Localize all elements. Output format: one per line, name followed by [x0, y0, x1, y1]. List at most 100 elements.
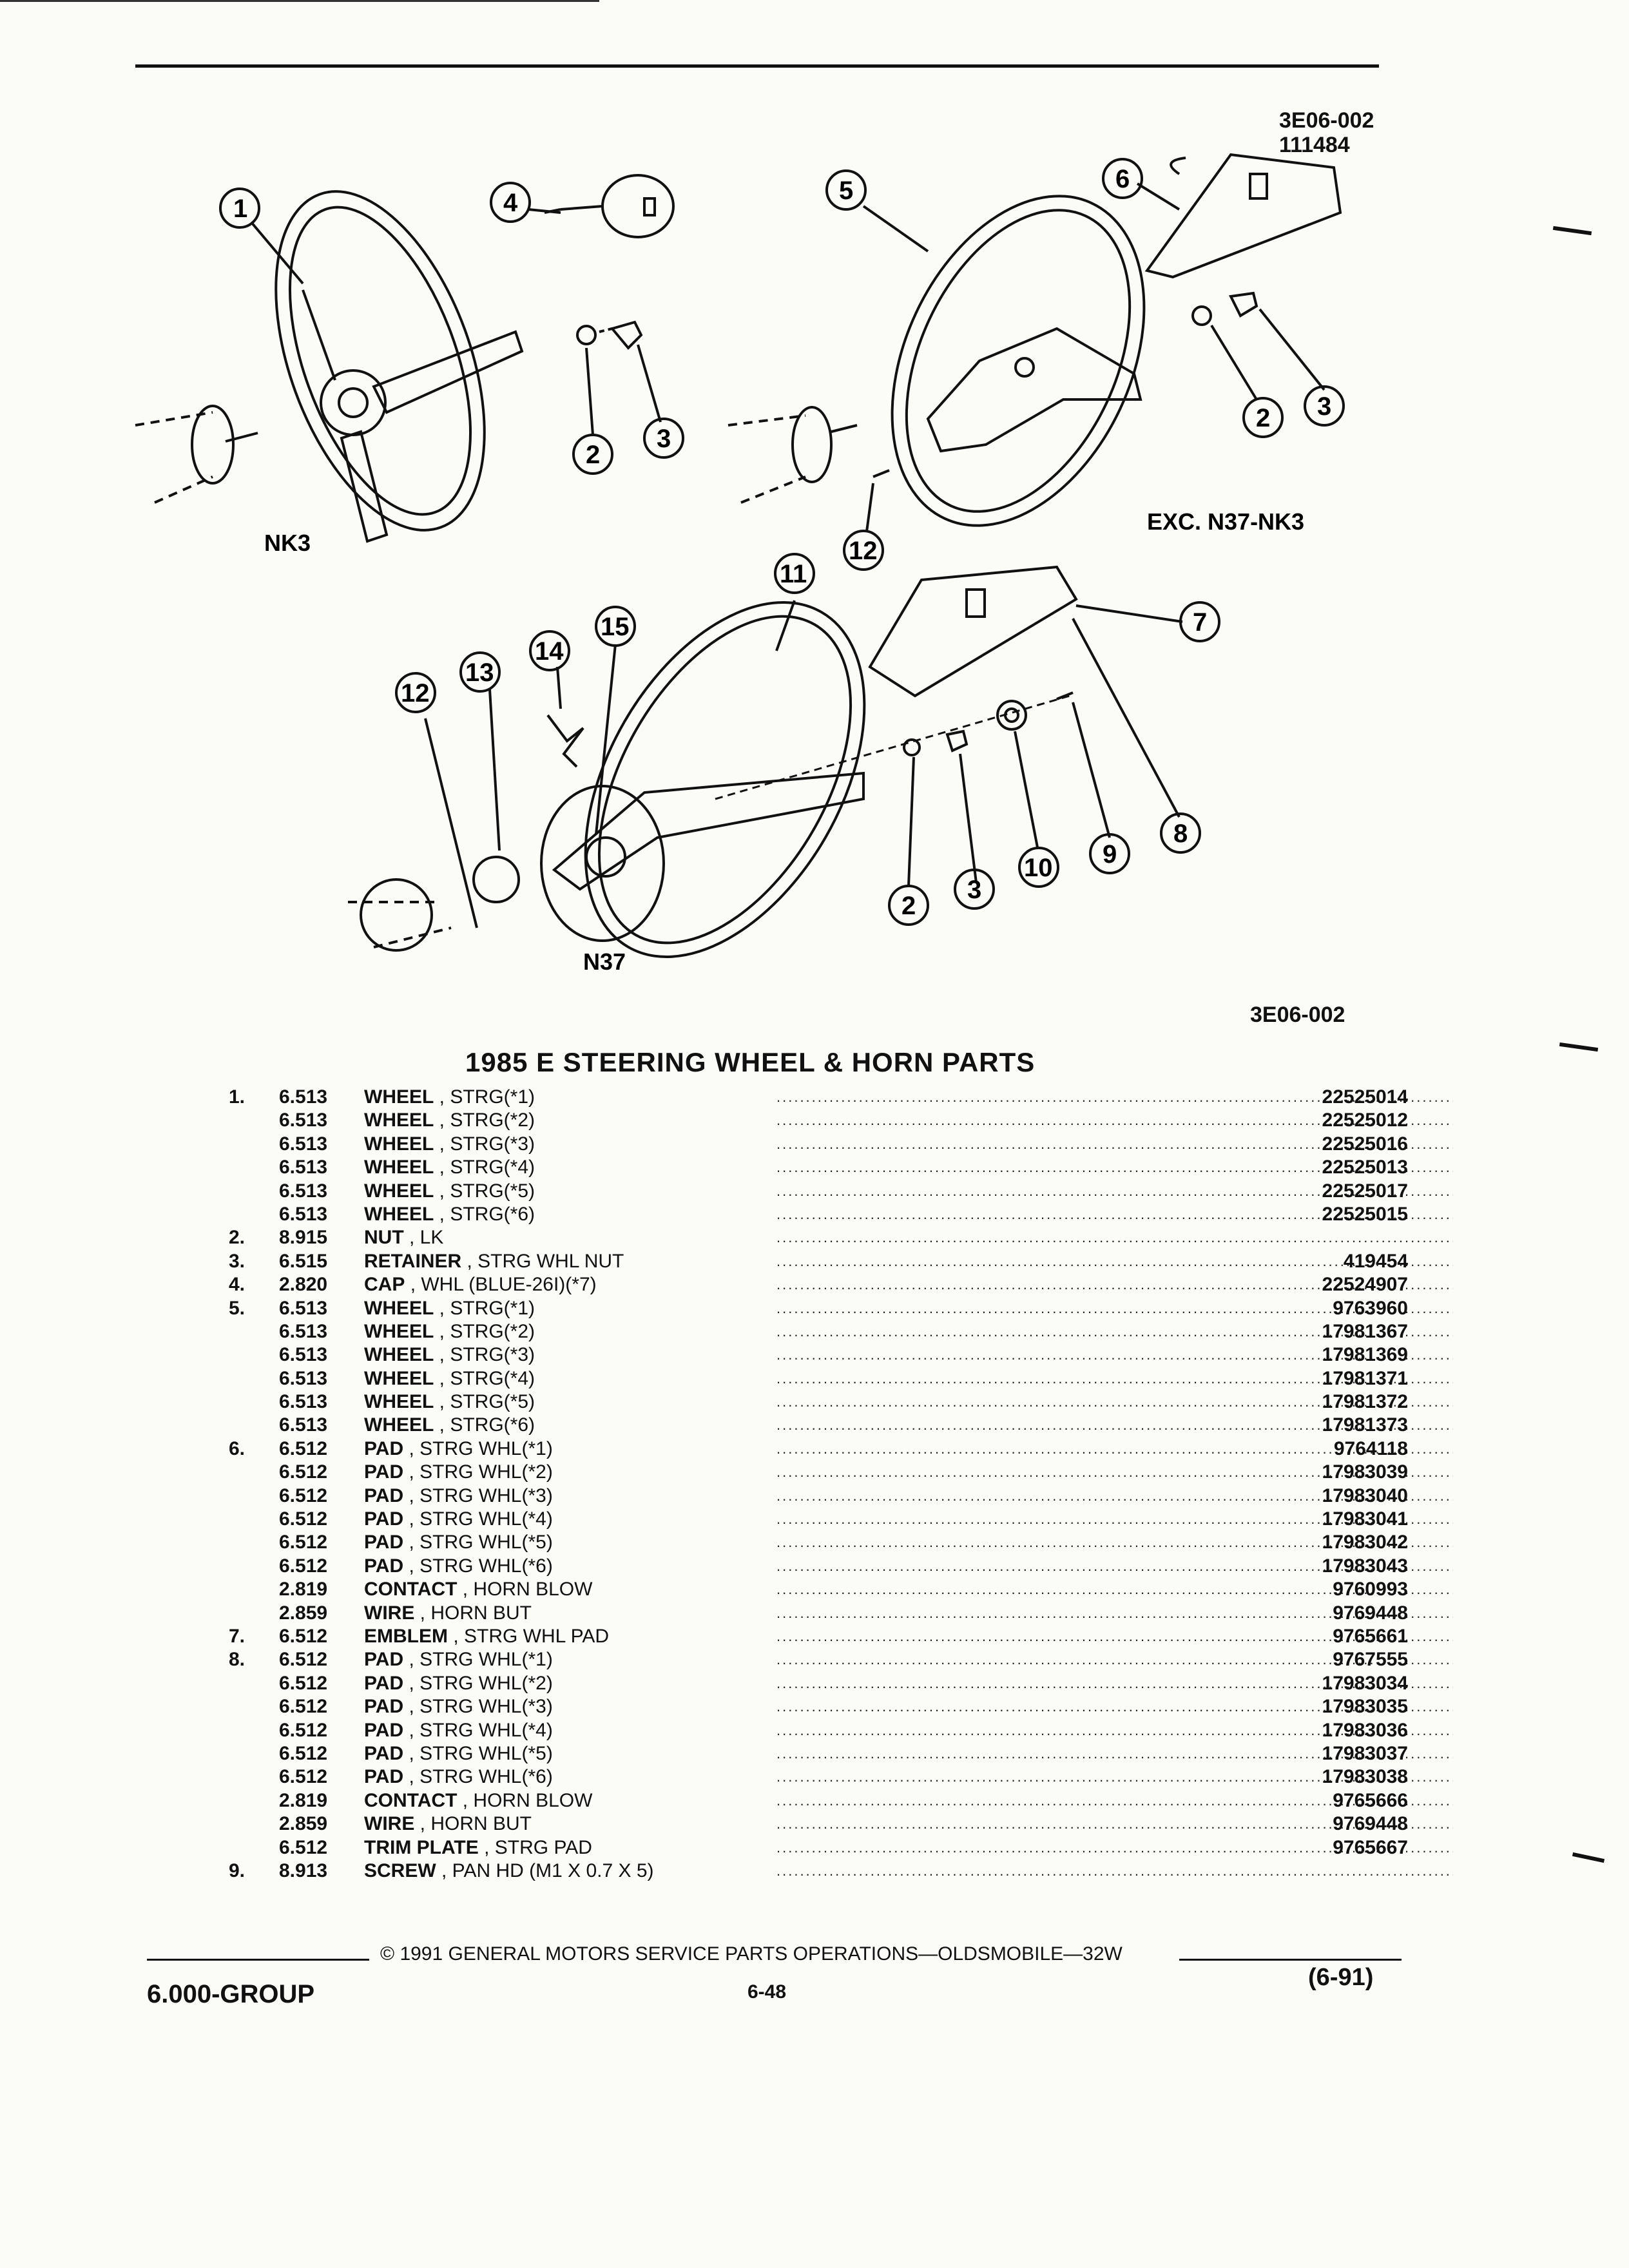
- part-description: PAD , STRG WHL(*4): [364, 1508, 553, 1531]
- part-name: PAD: [364, 1766, 404, 1788]
- diagram-ref-date: 111484: [1279, 133, 1350, 157]
- footer-rule-left: [147, 1959, 369, 1961]
- callout-13: 13: [465, 658, 494, 687]
- part-number: 22525012: [1322, 1110, 1408, 1131]
- part-detail: , STRG(*4): [439, 1157, 535, 1178]
- part-detail: , STRG WHL(*1): [409, 1649, 553, 1671]
- parts-row: 2.859 WIRE , HORN BUT....................…: [209, 1602, 1453, 1625]
- horn-cap-drawing: [544, 174, 675, 238]
- group-number: 8.913: [279, 1860, 328, 1881]
- part-number: 17983038: [1322, 1766, 1408, 1788]
- callout-3a: 3: [657, 425, 671, 453]
- callout-2c: 2: [901, 892, 916, 920]
- leader-dots: ........................................…: [776, 1440, 1453, 1457]
- part-name: PAD: [364, 1437, 404, 1459]
- part-name: EMBLEM: [364, 1625, 448, 1647]
- header-rule: [135, 64, 1379, 68]
- diagram-ref-code: 3E06-002: [1279, 108, 1374, 133]
- part-number: 17983041: [1322, 1508, 1408, 1530]
- leader-dots: ........................................…: [776, 1159, 1453, 1176]
- part-name: PAD: [364, 1742, 404, 1764]
- pad-7-drawing: [868, 565, 1078, 698]
- part-name: NUT: [364, 1227, 404, 1249]
- leader-dots: ........................................…: [776, 1182, 1453, 1199]
- leader-dots: ........................................…: [776, 1604, 1453, 1621]
- part-detail: , STRG(*1): [439, 1297, 535, 1319]
- part-detail: , STRG PAD: [484, 1836, 592, 1858]
- part-description: CAP , WHL (BLUE-26I)(*7): [364, 1273, 597, 1296]
- label-exc-n37-nk3: EXC. N37-NK3: [1147, 508, 1304, 535]
- part-description: WHEEL , STRG(*2): [364, 1109, 535, 1132]
- leader-dots: ........................................…: [776, 1112, 1453, 1129]
- part-description: WIRE , HORN BUT: [364, 1602, 532, 1625]
- part-description: WHEEL , STRG(*4): [364, 1367, 535, 1390]
- part-number: 9767555: [1333, 1649, 1408, 1671]
- part-number: 419454: [1343, 1250, 1408, 1272]
- group-number: 2.819: [279, 1789, 328, 1811]
- part-number: 17983040: [1322, 1485, 1408, 1506]
- part-detail: , STRG(*1): [439, 1086, 535, 1108]
- part-name: PAD: [364, 1508, 404, 1530]
- group-number: 6.512: [279, 1742, 328, 1764]
- part-name: WIRE: [364, 1602, 415, 1624]
- part-description: WIRE , HORN BUT: [364, 1812, 532, 1836]
- item-number: 2.: [229, 1227, 246, 1249]
- part-number: 9769448: [1333, 1813, 1408, 1835]
- part-detail: , STRG(*6): [439, 1414, 535, 1436]
- part-description: WHEEL , STRG(*2): [364, 1320, 535, 1343]
- part-number: 22525014: [1322, 1086, 1408, 1108]
- part-description: WHEEL , STRG(*4): [364, 1156, 535, 1179]
- part-description: WHEEL , STRG(*3): [364, 1133, 535, 1156]
- item-number: 8.: [229, 1649, 246, 1671]
- part-number: 17983036: [1322, 1719, 1408, 1741]
- part-description: NUT , LK: [364, 1226, 443, 1249]
- part-description: PAD , STRG WHL(*3): [364, 1485, 553, 1508]
- part-detail: , LK: [409, 1227, 444, 1249]
- part-detail: , STRG WHL NUT: [467, 1250, 624, 1272]
- leader-dots: ........................................…: [776, 1323, 1453, 1340]
- callout-7: 7: [1193, 608, 1207, 637]
- part-description: WHEEL , STRG(*1): [364, 1297, 535, 1320]
- item-number: 1.: [229, 1086, 246, 1108]
- part-detail: , STRG WHL(*5): [409, 1742, 553, 1764]
- part-detail: , HORN BLOW: [462, 1579, 593, 1600]
- steering-wheel-exploded-diagram: 1 4 5 6 2 3 2 3 12 11 15 14 13 12 7 8 9 …: [135, 153, 1345, 975]
- part-name: SCREW: [364, 1860, 436, 1881]
- nk3-steering-wheel-drawing: [135, 190, 524, 543]
- leader-dots: ........................................…: [776, 1628, 1453, 1644]
- part-name: RETAINER: [364, 1250, 462, 1272]
- part-description: PAD , STRG WHL(*2): [364, 1672, 553, 1695]
- part-description: PAD , STRG WHL(*6): [364, 1555, 553, 1578]
- leader-dots: ........................................…: [776, 1253, 1453, 1269]
- part-name: WHEEL: [364, 1110, 434, 1131]
- part-detail: , PAN HD (M1 X 0.7 X 5): [441, 1860, 654, 1881]
- leader-dots: ........................................…: [776, 1229, 1453, 1246]
- top-edge-line: [0, 0, 599, 2]
- callout-2b: 2: [1256, 404, 1270, 432]
- part-number: 22525017: [1322, 1180, 1408, 1202]
- margin-mark: [1559, 1042, 1599, 1052]
- callout-3b: 3: [1317, 392, 1331, 421]
- part-name: WHEEL: [364, 1414, 434, 1436]
- callout-3c: 3: [967, 876, 981, 904]
- group-number: 6.512: [279, 1696, 328, 1718]
- part-detail: , STRG WHL(*1): [409, 1437, 553, 1459]
- footer-group: 6.000-GROUP: [147, 1980, 315, 2008]
- part-number: 22525013: [1322, 1157, 1408, 1178]
- group-number: 2.859: [279, 1602, 328, 1624]
- group-number: 6.513: [279, 1414, 328, 1436]
